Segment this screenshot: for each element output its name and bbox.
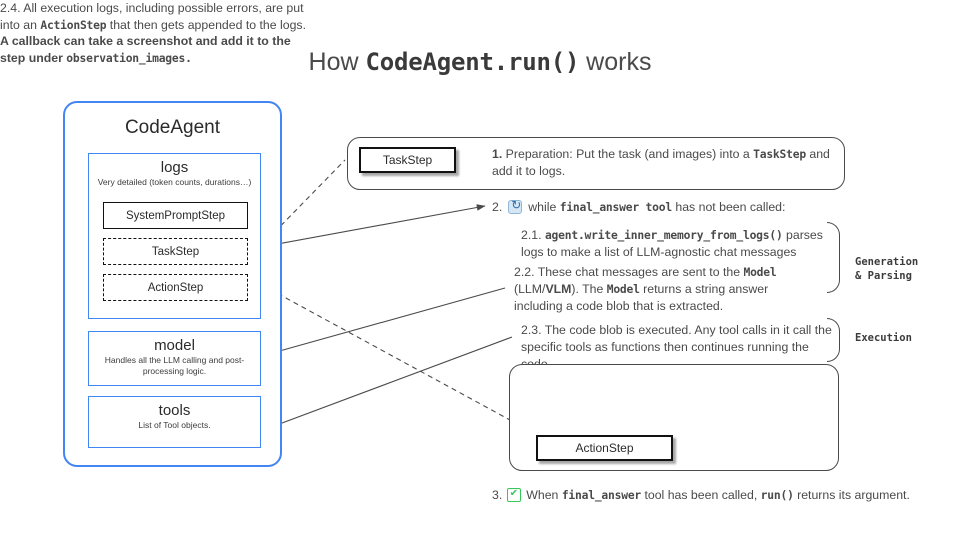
step21-text-a: parses logs to make a list of LLM-agnost… <box>521 228 823 259</box>
step2-code-a: final_answer tool <box>559 201 672 214</box>
model-subtitle: Handles all the LLM calling and post-pro… <box>104 355 245 376</box>
arrow-taskstep-to-step2 <box>249 204 486 250</box>
step24-text-b: that then gets appended to the logs. <box>106 17 306 32</box>
step22-text-d: returns a string answer including a code… <box>514 281 769 313</box>
step2-text-b: has not been called: <box>671 200 786 214</box>
step24-code-b: observation_images. <box>66 52 192 66</box>
step23-number: 2.3. <box>521 323 542 337</box>
step3-text-c: returns its argument. <box>793 488 910 502</box>
step24-number: 2.4. <box>0 1 21 15</box>
step22-text: 2.2. These chat messages are sent to the… <box>514 264 814 315</box>
step3-text-b: tool has been called, <box>641 488 761 502</box>
step2-text-a: while <box>528 200 560 214</box>
label-generation-line2: & Parsing <box>855 270 912 283</box>
codeagent-panel: CodeAgent logs Very detailed (token coun… <box>63 101 282 467</box>
taskstep-chip[interactable]: TaskStep <box>359 147 456 173</box>
step24-text-a: All execution logs, including possible e… <box>0 1 304 32</box>
step3-body: When final_answer tool has been called, … <box>526 487 910 504</box>
label-execution: Execution <box>855 332 912 344</box>
logs-subtitle: Very detailed (token counts, durations…) <box>97 177 252 187</box>
tools-subtitle: List of Tool objects. <box>138 420 211 430</box>
step1-text-b: and add it to logs. <box>492 147 830 178</box>
arrow-step23-to-tools <box>257 336 513 433</box>
loop-icon <box>508 198 523 215</box>
step1-text: 1. Preparation: Put the task (and images… <box>492 146 837 180</box>
step3-code-a: final_answer <box>561 489 642 502</box>
step3-text: 3. When final_answer tool has been calle… <box>492 487 922 504</box>
check-icon <box>507 487 522 503</box>
logs-box: logs Very detailed (token counts, durati… <box>88 153 261 319</box>
step22-text-a: These chat messages are sent to the <box>534 265 744 279</box>
step2-text: 2. while final_answer tool has not been … <box>492 198 852 216</box>
page-title-prefix: How <box>308 48 366 76</box>
log-chip-systempromptstep[interactable]: SystemPromptStep <box>103 202 248 229</box>
actionstep-chip[interactable]: ActionStep <box>536 435 673 461</box>
step1-text-a: Preparation: Put the task (and images) i… <box>502 147 754 161</box>
step24-text: 2.4. All execution logs, including possi… <box>0 0 308 67</box>
step21-number: 2.1. <box>521 228 542 242</box>
page-title: How CodeAgent.run() works <box>0 48 960 77</box>
label-generation: Generation & Parsing <box>855 255 955 283</box>
brace-generation <box>827 222 840 293</box>
step22-number: 2.2. <box>514 265 535 279</box>
step2-number: 2. <box>492 200 503 214</box>
step22-code-b: Model <box>606 282 640 296</box>
logs-title: logs <box>160 159 189 176</box>
step2-body: while final_answer tool has not been cal… <box>528 199 785 216</box>
tools-title: tools <box>158 402 191 419</box>
arrow-step22-to-model <box>257 287 506 358</box>
step23-text: 2.3. The code blob is executed. Any tool… <box>521 322 833 373</box>
page-title-suffix: works <box>579 48 652 76</box>
brace-execution <box>827 318 840 362</box>
model-title: model <box>154 337 195 354</box>
step24-code-a: ActionStep <box>40 18 107 32</box>
step3-number: 3. <box>492 488 503 502</box>
step22-text-c: ). The <box>571 281 607 296</box>
step22-bold-a: VLM <box>545 281 572 296</box>
step22-code-a: Model <box>743 266 777 279</box>
step1-code-a: TaskStep <box>753 148 806 161</box>
model-box: model Handles all the LLM calling and po… <box>88 331 261 386</box>
step21-code-a: agent.write_inner_memory_from_logs() <box>544 229 783 242</box>
label-generation-line1: Generation <box>855 256 919 268</box>
step1-number: 1. <box>492 147 503 161</box>
step21-text: 2.1. agent.write_inner_memory_from_logs(… <box>521 227 831 261</box>
codeagent-title: CodeAgent <box>124 117 221 138</box>
step3-text-a: When <box>526 488 562 502</box>
step3-code-b: run() <box>760 489 794 502</box>
step24-bold-a: A callback can take a screenshot and add… <box>0 34 291 66</box>
log-chip-actionstep[interactable]: ActionStep <box>103 274 248 301</box>
log-chip-taskstep[interactable]: TaskStep <box>103 238 248 265</box>
page-title-code: CodeAgent.run() <box>365 48 580 76</box>
tools-box: tools List of Tool objects. <box>88 396 261 448</box>
step22-text-b: (LLM/ <box>514 281 546 296</box>
arrow-actionstep-to-step24 <box>261 284 511 421</box>
step23-text-a: The code blob is executed. Any tool call… <box>521 323 832 371</box>
